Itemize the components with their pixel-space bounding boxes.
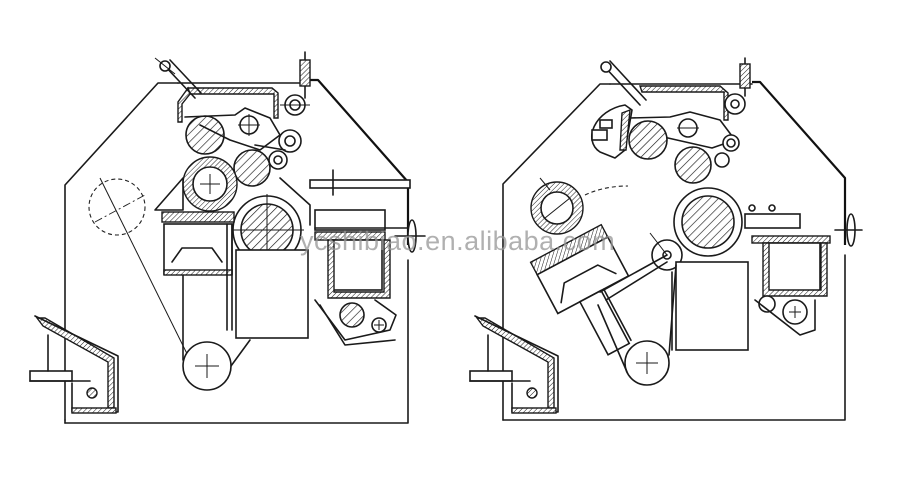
left-spring-bolt xyxy=(299,51,311,99)
left-machine xyxy=(29,51,426,424)
right-roller-mid xyxy=(674,146,712,184)
left-frame-outline xyxy=(64,82,179,421)
right-tilted-hopper xyxy=(529,223,632,356)
right-spring-bolt xyxy=(739,57,751,97)
left-lever-arm xyxy=(154,57,202,99)
right-frame-outline xyxy=(502,83,611,421)
right-central-block xyxy=(675,261,749,351)
left-phantom-circle xyxy=(88,178,146,236)
right-machine xyxy=(469,57,863,421)
right-lever-arm xyxy=(600,60,647,106)
right-side-tray xyxy=(469,315,559,414)
right-roller-top xyxy=(628,120,668,160)
left-hopper xyxy=(163,223,233,275)
left-right-box xyxy=(329,239,383,291)
left-top-cover xyxy=(187,87,279,119)
left-roller-mid xyxy=(233,149,271,187)
left-central-block xyxy=(235,249,309,339)
right-top-cover xyxy=(639,85,729,121)
left-side-tray xyxy=(29,315,119,414)
right-right-box xyxy=(767,242,821,292)
